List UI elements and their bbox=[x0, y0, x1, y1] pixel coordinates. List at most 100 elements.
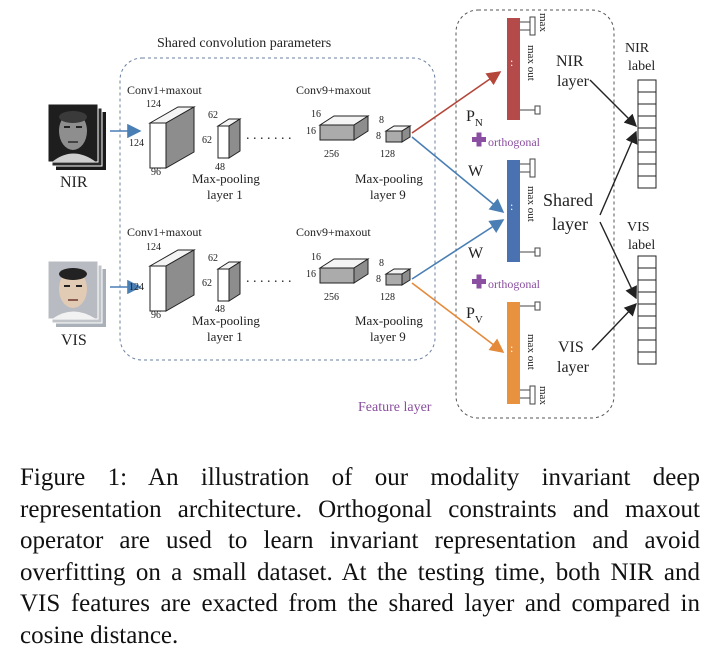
top-pool1-dim-1: 62 bbox=[208, 110, 218, 121]
vis-label-column bbox=[637, 255, 657, 365]
bottom-conv1-dim-2: 124 bbox=[129, 282, 144, 293]
svg-text::: : bbox=[510, 55, 513, 69]
arrow-w-top bbox=[411, 136, 505, 214]
shared-layer-label-1: Shared bbox=[543, 190, 593, 210]
arrow-pn bbox=[411, 71, 502, 134]
bottom-conv9-label: Conv9+maxout bbox=[296, 225, 371, 239]
top-pool1-block bbox=[216, 118, 242, 159]
bottom-conv9-dim-3: 256 bbox=[324, 292, 339, 303]
top-pool9-block bbox=[384, 125, 412, 143]
arrow-vis-to-label bbox=[591, 302, 637, 351]
shared-conv-title: Shared convolution parameters bbox=[157, 36, 331, 51]
top-conv9-dim-2: 16 bbox=[306, 126, 316, 137]
shared-maxout-label: max out bbox=[525, 186, 537, 222]
nir-input-label: NIR bbox=[60, 174, 88, 191]
nir-label-column bbox=[637, 79, 657, 189]
vis-layer-label-1: VIS bbox=[558, 339, 584, 356]
nir-layer-label-1: NIR bbox=[556, 53, 584, 70]
nir-max-label: max bbox=[537, 13, 549, 32]
arrow-pv bbox=[411, 282, 505, 353]
top-conv1-label: Conv1+maxout bbox=[127, 83, 202, 97]
bottom-pool1-label-2: layer 1 bbox=[207, 329, 243, 344]
vis-max-label: max bbox=[537, 386, 549, 405]
bottom-pool9-label-2: layer 9 bbox=[370, 329, 406, 344]
arrow-nir-to-label bbox=[589, 79, 637, 127]
bottom-dots: . . . . . . . bbox=[246, 271, 292, 286]
pv-main: P bbox=[466, 305, 475, 322]
arrow-shared-to-nir-label bbox=[599, 130, 638, 216]
vis-layer-label-2: layer bbox=[557, 359, 590, 376]
vis-input-label: VIS bbox=[61, 332, 87, 349]
nir-maxout-label: max out bbox=[525, 45, 537, 81]
architecture-figure: Shared convolution parameters Feature la… bbox=[47, 9, 657, 419]
nir-feature-bar: : bbox=[507, 16, 541, 120]
bottom-pool9-dim-2: 8 bbox=[376, 274, 381, 285]
top-pool9-dim-1: 8 bbox=[379, 115, 384, 126]
bottom-pool1-dim-2: 62 bbox=[202, 278, 212, 289]
bottom-pool9-dim-1: 8 bbox=[379, 258, 384, 269]
svg-text::: : bbox=[510, 341, 513, 355]
bottom-conv1-dim-1: 124 bbox=[146, 242, 161, 253]
nir-face-image bbox=[47, 103, 106, 170]
bottom-branch: Conv1+maxout 124 124 96 62 62 48 Max-poo… bbox=[110, 225, 423, 344]
pv-label: PV bbox=[466, 305, 483, 326]
w-label-bottom: W bbox=[468, 245, 484, 262]
pn-main: P bbox=[466, 108, 475, 125]
orthogonal-plus-top bbox=[472, 132, 486, 147]
top-conv1-dim-2: 124 bbox=[129, 138, 144, 149]
top-conv1-block bbox=[148, 106, 196, 169]
shared-layer-label-2: layer bbox=[552, 214, 588, 234]
top-pool9-label-1: Max-pooling bbox=[355, 171, 423, 186]
nir-label-title-1: NIR bbox=[625, 41, 650, 56]
bottom-pool1-dim-3: 48 bbox=[215, 304, 225, 315]
bottom-pool9-label-1: Max-pooling bbox=[355, 313, 423, 328]
pn-sub: N bbox=[475, 117, 483, 129]
vis-label-title-2: label bbox=[628, 238, 655, 253]
top-pool1-dim-2: 62 bbox=[202, 135, 212, 146]
figure-caption: Figure 1: An illustration of our modalit… bbox=[20, 464, 700, 649]
arrow-shared-to-vis-label bbox=[599, 221, 637, 300]
bottom-conv1-dim-3: 96 bbox=[151, 310, 161, 321]
top-pool9-dim-2: 8 bbox=[376, 131, 381, 142]
vis-face-image bbox=[47, 260, 106, 327]
bottom-conv1-block bbox=[148, 249, 196, 312]
vis-label-title-1: VIS bbox=[627, 220, 650, 235]
arrow-w-bottom bbox=[411, 219, 505, 280]
vis-maxout-label: max out bbox=[525, 334, 537, 370]
top-dots: . . . . . . . bbox=[246, 128, 292, 143]
bottom-pool1-block bbox=[216, 261, 242, 302]
vis-feature-bar: : bbox=[507, 301, 541, 405]
top-conv1-dim-3: 96 bbox=[151, 167, 161, 178]
top-pool1-label-1: Max-pooling bbox=[192, 171, 260, 186]
pn-label: PN bbox=[466, 108, 483, 129]
nir-layer-label-2: layer bbox=[557, 73, 590, 90]
bottom-conv9-dim-1: 16 bbox=[311, 252, 321, 263]
top-conv9-dim-3: 256 bbox=[324, 149, 339, 160]
feature-layer-box bbox=[455, 9, 615, 419]
feature-layer-label: Feature layer bbox=[358, 400, 432, 415]
bottom-pool1-dim-1: 62 bbox=[208, 253, 218, 264]
top-pool1-label-2: layer 1 bbox=[207, 187, 243, 202]
orthogonal-label-bottom: orthogonal bbox=[488, 277, 541, 291]
orthogonal-plus-bottom bbox=[472, 274, 486, 289]
top-conv9-block bbox=[318, 115, 370, 141]
shared-feature-bar: : bbox=[507, 158, 541, 262]
bottom-pool1-label-1: Max-pooling bbox=[192, 313, 260, 328]
bottom-conv9-block bbox=[318, 258, 370, 284]
shared-conv-box bbox=[119, 57, 436, 361]
top-pool9-dim-3: 128 bbox=[380, 149, 395, 160]
top-pool9-label-2: layer 9 bbox=[370, 187, 406, 202]
bottom-conv9-dim-2: 16 bbox=[306, 269, 316, 280]
bottom-pool9-block bbox=[384, 268, 412, 286]
top-conv9-label: Conv9+maxout bbox=[296, 83, 371, 97]
pv-sub: V bbox=[475, 314, 483, 326]
bottom-pool9-dim-3: 128 bbox=[380, 292, 395, 303]
bottom-conv1-label: Conv1+maxout bbox=[127, 225, 202, 239]
top-conv9-dim-1: 16 bbox=[311, 109, 321, 120]
top-branch: Conv1+maxout 124 124 96 62 62 48 Max-poo… bbox=[110, 83, 423, 202]
nir-label-title-2: label bbox=[628, 59, 655, 74]
top-conv1-dim-1: 124 bbox=[146, 99, 161, 110]
w-label-top: W bbox=[468, 163, 484, 180]
svg-text::: : bbox=[510, 199, 513, 213]
top-pool1-dim-3: 48 bbox=[215, 162, 225, 173]
